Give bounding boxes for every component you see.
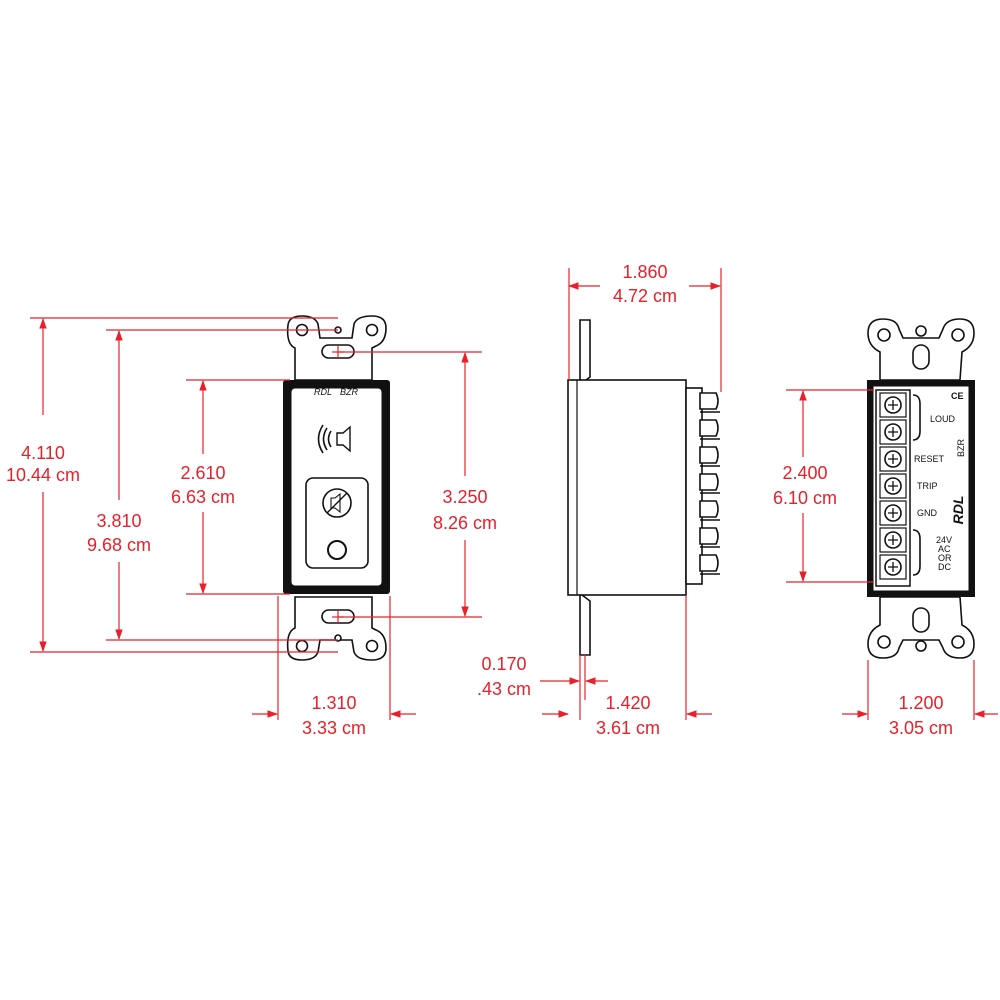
total-depth-cm: 4.72 cm <box>613 286 677 306</box>
rear-width-in: 1.200 <box>898 693 943 713</box>
terminal-label-loud: LOUD <box>930 414 956 424</box>
front-width-cm: 3.33 cm <box>302 718 366 738</box>
terminal-height-cm: 6.10 cm <box>773 488 837 508</box>
rear-dimensions: 2.400 6.10 cm 1.200 3.05 cm <box>773 389 998 738</box>
front-button-frame <box>305 477 369 569</box>
speaker-icon <box>317 424 351 454</box>
rear-view: LOUD RESET TRIP GND 24V AC OR DC CE BZR … <box>867 318 975 659</box>
screw-spacing-cm: 8.26 cm <box>433 513 497 533</box>
overall-height-in: 4.110 <box>21 443 65 463</box>
flange-cm: .43 cm <box>477 679 531 699</box>
terminal-label-gnd: GND <box>917 508 938 518</box>
front-view: RDL BZR <box>283 315 390 661</box>
panel-height-cm: 6.63 cm <box>171 487 235 507</box>
overall-height-cm: 10.44 cm <box>6 465 80 485</box>
side-body <box>567 379 687 596</box>
front-brand-label: RDL <box>314 387 332 397</box>
mute-speaker-icon <box>322 488 352 518</box>
front-width-in: 1.310 <box>311 693 356 713</box>
terminal-label-trip: TRIP <box>917 481 938 491</box>
terminal-label-24v: 24V <box>936 535 952 545</box>
total-depth-in: 1.860 <box>622 262 667 282</box>
terminal-screws <box>879 392 907 580</box>
side-dimensions: 1.860 4.72 cm 0.170 .43 cm 1.420 3.61 cm <box>477 262 722 738</box>
terminal-label-or: OR <box>938 553 952 563</box>
front-model-label: BZR <box>340 387 359 397</box>
rear-brand-label: RDL <box>950 496 966 525</box>
flange-in: 0.170 <box>481 654 526 674</box>
screw-spacing-in: 3.250 <box>442 487 487 507</box>
ce-mark: CE <box>951 391 964 401</box>
reset-button-icon[interactable] <box>327 540 347 560</box>
terminal-label-reset: RESET <box>914 454 945 464</box>
rear-width-cm: 3.05 cm <box>889 718 953 738</box>
front-dimensions: 4.110 10.44 cm 3.810 9.68 cm 2.610 6.63 … <box>6 317 497 738</box>
body-depth-cm: 3.61 cm <box>596 718 660 738</box>
terminal-label-dc: DC <box>938 562 951 572</box>
body-depth-in: 1.420 <box>605 693 650 713</box>
mount-height-cm: 9.68 cm <box>87 535 151 555</box>
terminal-height-in: 2.400 <box>782 463 827 483</box>
panel-height-in: 2.610 <box>180 463 225 483</box>
side-view <box>567 319 720 656</box>
front-bottom-mounting-ear <box>286 596 387 661</box>
side-terminals <box>699 392 720 575</box>
mount-height-in: 3.810 <box>96 511 141 531</box>
rear-model-label: BZR <box>956 438 966 457</box>
terminal-label-ac: AC <box>938 544 951 554</box>
